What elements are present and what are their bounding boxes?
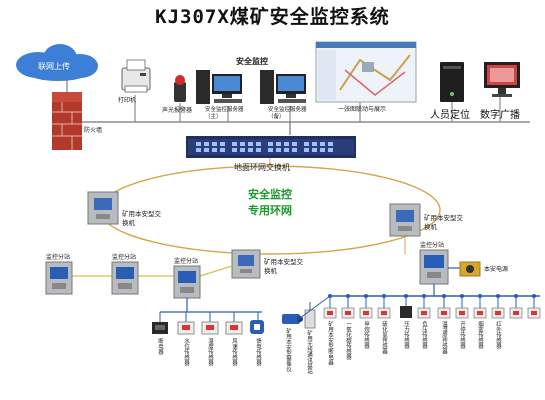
right-sensor-label: 负压传感器 (421, 321, 427, 349)
left-sensor-5-icon (250, 320, 264, 334)
personnel-label: 人员定位 (430, 110, 470, 121)
left-sensor-label: 断电器 (157, 338, 163, 355)
alarm-label: 声光报警器 (162, 107, 193, 114)
broadcast-label: 数字广播 (480, 110, 520, 121)
camera-icon (282, 314, 303, 324)
left-sensor-label: 馈电传感器 (255, 338, 261, 366)
right-sensor-label: 压力传感器 (403, 321, 409, 349)
personnel-server-icon (440, 62, 464, 102)
cloud-label: 联网上传 (38, 62, 70, 71)
broadcast-monitor-icon (484, 62, 520, 97)
wireless-base-icon (304, 302, 316, 329)
right-sensor-row (323, 306, 541, 319)
right-sensor-label: 矿用无线通讯基站 (306, 330, 312, 374)
firewall-icon (52, 92, 82, 150)
firewall-label: 防火墙 (84, 127, 103, 134)
host-2-label: 安全监控服务器（备） (268, 107, 307, 120)
right-sensor-label: 温湿度传感器 (441, 321, 447, 354)
ring-switch-label: 地面环网交换机 (234, 163, 290, 172)
left-sensor-3-icon (201, 321, 219, 335)
right-sensor-label: 甲烷传感器 (363, 321, 369, 349)
left-sensor-label: 水位传感器 (183, 338, 189, 366)
display-screen-icon (315, 41, 417, 103)
cloud-icon (16, 44, 98, 81)
left-sensor-2-icon (177, 321, 195, 335)
substation-right-icon (419, 249, 449, 285)
display-label: 一张图联动与展示 (338, 106, 387, 113)
ring-center-line1: 安全监控 (248, 188, 292, 201)
right-sensor-label: 矿用本安型断电器 (327, 321, 333, 365)
right-sensor-label: 硫化氢传感器 (381, 321, 387, 354)
substation-left-2-icon (111, 261, 139, 295)
ring-center-line2: 专用环网 (248, 204, 292, 217)
substation-left-1-label: 监控分站 (46, 254, 71, 261)
mine-switch-left-icon (87, 191, 119, 225)
mine-switch-bottom-icon (231, 249, 261, 279)
host-1-label: 安全监控服务器（主） (205, 107, 244, 120)
left-sensor-1-icon (152, 322, 168, 334)
server-host-2-icon (260, 70, 306, 104)
substation-left-2-label: 监控分站 (112, 254, 137, 261)
right-sensor-label: 一氧化碳传感器 (345, 321, 351, 360)
substation-right-label: 监控分站 (420, 242, 445, 249)
substation-left-3-icon (173, 265, 201, 299)
ring-switch-icon (186, 136, 356, 158)
substation-left-3-label: 监控分站 (174, 258, 199, 265)
printer-label: 打印机 (118, 97, 137, 104)
substation-left-1-icon (45, 261, 73, 295)
mine-switch-right-label: 矿用本安型交换机 (424, 214, 463, 231)
diagram-title: KJ307X煤矿安全监控系统 (155, 6, 390, 28)
left-sensor-label: 温度传感器 (207, 338, 213, 366)
monitor-group-label: 安全监控 (236, 57, 268, 66)
left-sensor-4-icon (225, 321, 243, 335)
printer-icon (121, 59, 151, 93)
mine-switch-left-label: 矿用本安型交换机 (122, 210, 161, 227)
power-supply-icon (459, 261, 481, 277)
right-sensor-label: 开停传感器 (459, 321, 465, 349)
mine-switch-bottom-label: 矿用本安型交换机 (264, 258, 303, 275)
right-sensor-label: 烟雾传感器 (477, 321, 483, 349)
mine-switch-right-icon (389, 203, 421, 237)
power-supply-label: 本安电源 (484, 266, 509, 273)
right-sensor-label: 红外传感器 (495, 321, 501, 349)
right-sensor-label: 矿用本安型摄像仪 (285, 328, 291, 372)
left-sensor-label: 风速传感器 (231, 338, 237, 366)
server-host-1-icon (196, 70, 242, 104)
alarm-icon (174, 75, 186, 102)
